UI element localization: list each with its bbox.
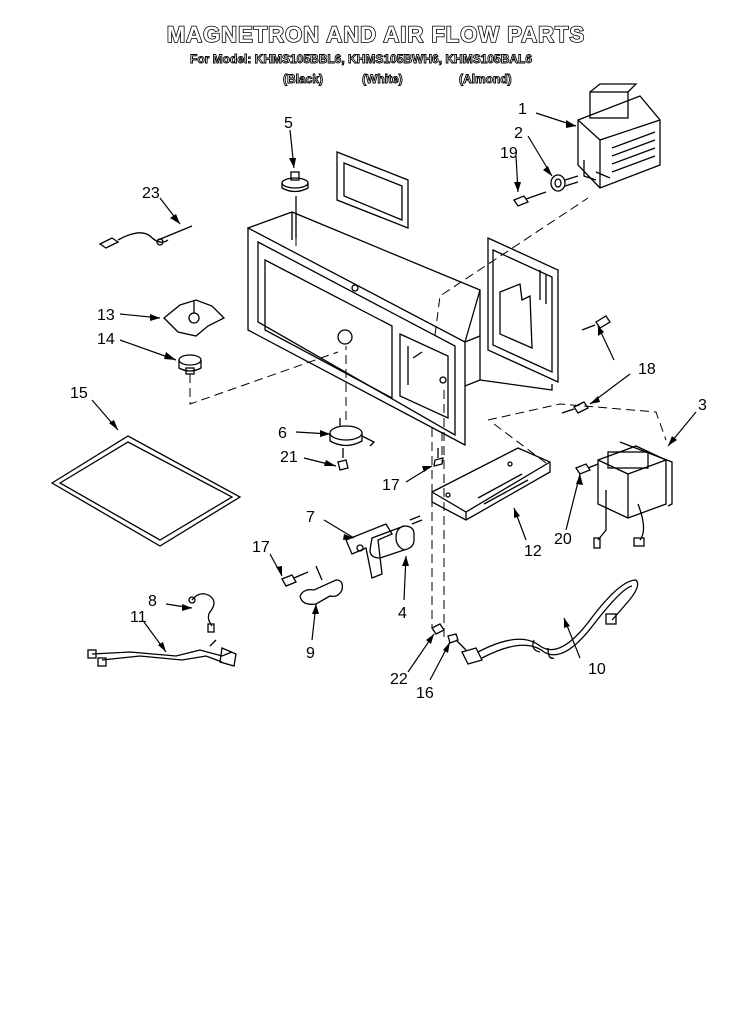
color-label-almond: (Almond) <box>459 72 513 87</box>
callout-8: 8 <box>148 593 157 610</box>
callout-22: 22 <box>390 671 408 688</box>
callout-3: 3 <box>698 397 707 414</box>
color-label-white: (White) <box>362 72 404 87</box>
magnetron-thermal-cutout <box>550 174 579 192</box>
callout-4: 4 <box>398 605 407 622</box>
glass-tray <box>50 435 242 547</box>
screw-18-lower <box>561 401 589 414</box>
callout-10: 10 <box>588 661 606 678</box>
callout-16: 16 <box>416 685 434 702</box>
strain-relief-16 <box>447 633 467 651</box>
color-label-black: (Black) <box>283 72 324 87</box>
jumper-wire <box>188 593 215 633</box>
power-cord <box>461 579 639 665</box>
callout-15: 15 <box>70 385 88 402</box>
screw-20 <box>575 463 599 475</box>
screw-22 <box>431 623 445 635</box>
wire-harness <box>87 639 237 667</box>
callout-1: 1 <box>518 101 527 118</box>
capacitor-bracket <box>345 523 393 579</box>
diagram-title: MAGNETRON AND AIR FLOW PARTS <box>166 21 586 48</box>
callout-23: 23 <box>142 185 160 202</box>
callout-6: 6 <box>278 425 287 442</box>
screw-17-lower <box>281 571 309 587</box>
callout-13: 13 <box>97 307 115 324</box>
callout-9: 9 <box>306 645 315 662</box>
callout-19: 19 <box>500 145 518 162</box>
thermal-protector <box>281 171 309 238</box>
callout-17-upper: 17 <box>382 477 400 494</box>
callout-17-lower: 17 <box>252 539 270 556</box>
callout-7: 7 <box>306 509 315 526</box>
callout-2: 2 <box>514 125 523 142</box>
cavity-front-frame <box>247 211 481 447</box>
side-wall-panel <box>479 236 559 391</box>
model-line: For Model: KHMS105BBL6, KHMS105BWH6, KHM… <box>190 52 533 67</box>
high-voltage-diode <box>299 565 344 605</box>
sensor-wire <box>98 225 193 249</box>
callout-11: 11 <box>130 609 147 626</box>
callout-20: 20 <box>554 531 572 548</box>
screw-17-upper <box>433 448 444 467</box>
high-voltage-capacitor <box>369 515 423 559</box>
callout-12: 12 <box>524 543 542 560</box>
callout-5: 5 <box>284 115 293 132</box>
callout-18: 18 <box>638 361 656 378</box>
callout-21: 21 <box>280 449 298 466</box>
fan-motor <box>329 418 376 447</box>
magnetron <box>577 83 661 189</box>
high-voltage-transformer <box>593 441 673 549</box>
mounting-plate <box>431 447 551 521</box>
callout-14: 14 <box>97 331 115 348</box>
screw-18-upper <box>581 315 611 331</box>
screw-21 <box>337 448 349 471</box>
stirrer-antenna <box>163 299 226 337</box>
screw-19 <box>513 191 547 207</box>
stirrer-bearing <box>178 354 202 375</box>
rear-vent-panel <box>336 151 409 229</box>
